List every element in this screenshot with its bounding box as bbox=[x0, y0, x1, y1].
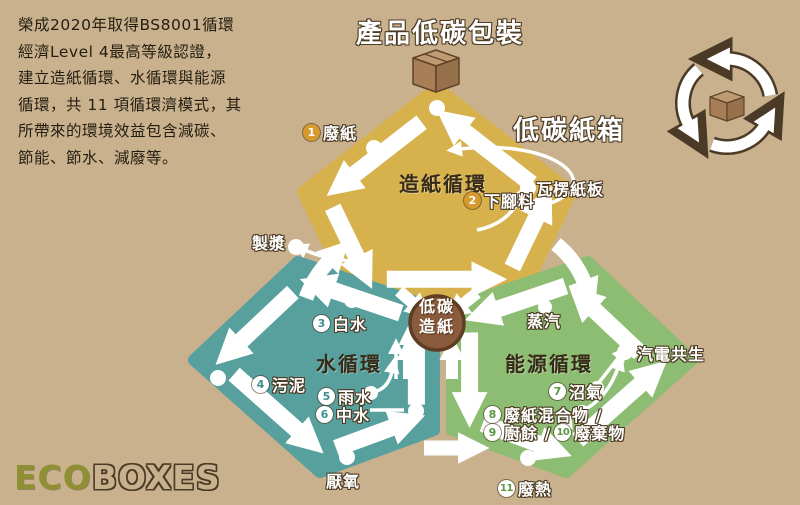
energy-cycle-title: 能源循環 bbox=[505, 352, 593, 376]
node-label: 廢紙 bbox=[323, 124, 358, 143]
node-rainwater: 5 雨水 bbox=[318, 384, 372, 408]
node-white-water: 3 白水 bbox=[313, 311, 367, 335]
intro-line: 循環，共 11 項循環濟模式，其 bbox=[18, 95, 242, 114]
intro-line: 經濟Level 4最高等級認證， bbox=[18, 42, 222, 61]
node-kitchen-and-solid-waste: 9 廚餘 / 10 廢棄物 bbox=[484, 420, 625, 444]
node-label: 廚餘 / bbox=[504, 424, 552, 443]
center-line2: 造紙 bbox=[418, 317, 455, 336]
label-cogeneration: 汽電共生 bbox=[637, 345, 706, 364]
badge-2: 2 bbox=[464, 191, 481, 209]
water-cycle-title: 水循環 bbox=[316, 352, 382, 376]
node-reclaimed-water: 6 中水 bbox=[316, 402, 370, 426]
center-line1: 低碳 bbox=[418, 297, 455, 316]
recycle-box-icon bbox=[709, 90, 745, 122]
inter-cycle-arrows bbox=[298, 238, 599, 464]
title-product-packaging: 產品低碳包裝 bbox=[355, 19, 524, 49]
node-paper-mix: 8 廢紙混合物 / bbox=[484, 402, 602, 426]
center-circle bbox=[408, 294, 466, 352]
water-ring-arrows bbox=[215, 273, 435, 457]
node-label: 污泥 bbox=[272, 376, 307, 395]
badge-1: 1 bbox=[303, 123, 320, 141]
badge-9: 9 bbox=[484, 423, 501, 441]
label-pulping: 製漿 bbox=[252, 234, 287, 253]
badge-7: 7 bbox=[549, 382, 566, 400]
center-feed-arrows bbox=[395, 286, 481, 379]
box-icon bbox=[412, 49, 460, 93]
center-circle-label: 低碳 造紙 bbox=[397, 297, 477, 337]
badge-11: 11 bbox=[498, 479, 515, 497]
node-label: 廢棄物 bbox=[574, 424, 626, 443]
node-label: 沼氣 bbox=[569, 383, 604, 402]
badge-4: 4 bbox=[252, 375, 269, 393]
node-label: 廢熱 bbox=[518, 480, 553, 499]
title-low-carbon-carton: 低碳紙箱 bbox=[513, 116, 626, 146]
recycle-icon bbox=[666, 36, 785, 159]
badge-8: 8 bbox=[484, 405, 501, 423]
label-anaerobic: 厭氧 bbox=[326, 472, 361, 491]
intro-line: 所帶來的環境效益包含減碳、 bbox=[18, 122, 227, 140]
node-label: 下腳料 bbox=[484, 192, 536, 211]
node-label: 廢紙混合物 / bbox=[504, 406, 603, 425]
node-biogas: 7 沼氣 bbox=[549, 379, 603, 403]
intro-line: 節能、節水、減廢等。 bbox=[18, 148, 179, 167]
node-dots bbox=[210, 100, 633, 466]
badge-3: 3 bbox=[313, 314, 330, 332]
intro-line: 榮成2020年取得BS8001循環 bbox=[18, 16, 235, 34]
label-steam: 蒸汽 bbox=[527, 312, 562, 331]
badge-5: 5 bbox=[318, 387, 335, 405]
logo-eco-text: ECO bbox=[14, 458, 92, 497]
node-label: 白水 bbox=[333, 315, 368, 334]
node-sludge: 4 污泥 bbox=[252, 372, 306, 396]
logo-boxes-text: BOXES bbox=[91, 458, 221, 497]
node-trimmings: 2 下腳料 bbox=[464, 188, 535, 212]
badge-10: 10 bbox=[554, 423, 572, 441]
node-label: 中水 bbox=[336, 406, 371, 425]
paper-ring-arrows bbox=[325, 109, 553, 298]
ecoboxes-logo: ECOBOXES bbox=[14, 458, 221, 497]
paper-cycle-pentagon bbox=[297, 82, 577, 300]
node-waste-paper: 1 廢紙 bbox=[303, 120, 357, 144]
badge-6: 6 bbox=[316, 405, 333, 423]
label-corrugated-board: 瓦楞紙板 bbox=[536, 180, 605, 199]
node-waste-heat: 11 廢熱 bbox=[498, 476, 552, 500]
intro-paragraph: 榮成2020年取得BS8001循環 經濟Level 4最高等級認證， 建立造紙循… bbox=[18, 12, 278, 171]
intro-line: 建立造紙循環、水循環與能源 bbox=[18, 69, 227, 87]
node-label: 雨水 bbox=[338, 388, 373, 407]
